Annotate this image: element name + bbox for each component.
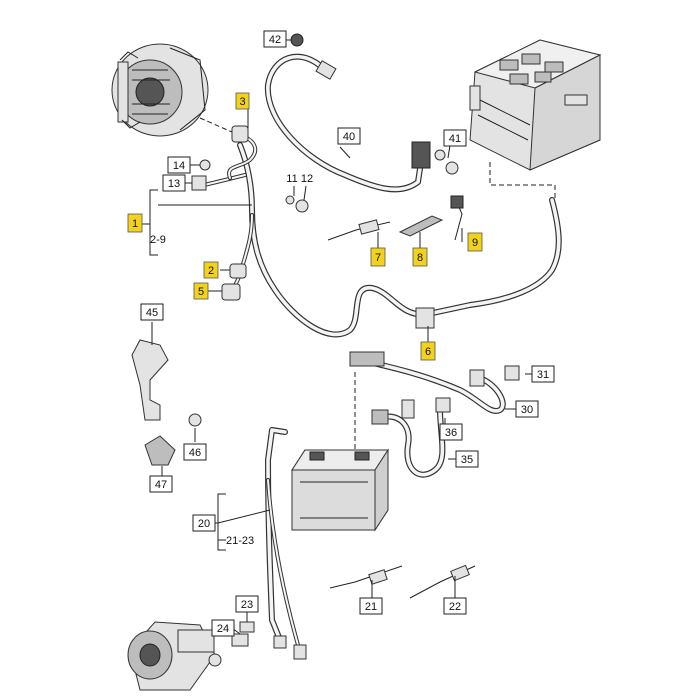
svg-text:8: 8 <box>417 252 423 264</box>
battery <box>291 448 389 532</box>
cable-40 <box>264 53 425 193</box>
callout-42: 42 <box>263 30 287 48</box>
callout-36: 36 <box>439 423 463 441</box>
callout-11: 11 <box>286 173 297 185</box>
svg-text:20: 20 <box>198 518 210 530</box>
starter-motor <box>127 621 222 691</box>
svg-text:22: 22 <box>449 601 461 613</box>
connector-3 <box>231 125 249 143</box>
callout-12: 12 <box>301 173 313 185</box>
callout-7: 7 <box>370 247 386 267</box>
callout-22: 22 <box>443 597 467 615</box>
callout-31: 31 <box>531 365 555 383</box>
svg-text:47: 47 <box>155 479 167 491</box>
callout-1: 1 <box>127 213 143 233</box>
callout-41: 41 <box>443 129 467 147</box>
svg-text:45: 45 <box>146 307 158 319</box>
callout-14: 14 <box>167 156 191 174</box>
svg-text:13: 13 <box>168 178 180 190</box>
callout-2: 2 <box>203 261 219 279</box>
svg-text:36: 36 <box>445 427 457 439</box>
svg-text:24: 24 <box>217 623 229 635</box>
svg-text:5: 5 <box>198 286 204 298</box>
callout-3: 3 <box>235 92 250 110</box>
svg-text:46: 46 <box>189 447 201 459</box>
svg-text:42: 42 <box>269 34 281 46</box>
svg-text:40: 40 <box>343 131 355 143</box>
callout-24: 24 <box>211 619 235 637</box>
svg-text:35: 35 <box>461 454 473 466</box>
clip-6 <box>415 307 435 329</box>
callout-23: 23 <box>235 595 259 613</box>
callout-5: 5 <box>193 282 209 300</box>
callout-1-range: 2-9 <box>150 234 166 246</box>
callout-47: 47 <box>149 475 173 493</box>
fuse-box <box>469 39 602 171</box>
svg-text:1: 1 <box>132 218 138 230</box>
svg-text:6: 6 <box>425 346 431 358</box>
bracket-45 <box>131 339 169 421</box>
nut-42 <box>290 33 304 47</box>
callout-45: 45 <box>140 303 164 321</box>
svg-text:11: 11 <box>286 173 297 185</box>
svg-text:30: 30 <box>521 404 533 416</box>
callout-30: 30 <box>515 400 539 418</box>
callout-13: 13 <box>162 174 186 192</box>
svg-text:12: 12 <box>301 173 313 185</box>
callout-46: 46 <box>183 443 207 461</box>
callout-21: 21 <box>359 597 383 615</box>
callout-20-range: 21-23 <box>226 535 254 547</box>
svg-text:21-23: 21-23 <box>226 535 254 547</box>
callout-20: 20 <box>192 514 216 532</box>
svg-text:2-9: 2-9 <box>150 234 166 246</box>
svg-text:2: 2 <box>208 265 214 277</box>
alternator <box>111 43 209 137</box>
svg-text:31: 31 <box>537 369 549 381</box>
callout-8: 8 <box>412 247 428 267</box>
svg-text:3: 3 <box>239 96 245 108</box>
svg-text:9: 9 <box>472 237 478 249</box>
svg-text:23: 23 <box>241 599 253 611</box>
svg-text:21: 21 <box>365 601 377 613</box>
svg-text:41: 41 <box>449 133 461 145</box>
callout-35: 35 <box>455 450 479 468</box>
callout-40: 40 <box>337 127 361 145</box>
cover-47 <box>144 435 176 466</box>
callout-6: 6 <box>420 341 436 361</box>
callout-9: 9 <box>467 232 483 252</box>
svg-text:7: 7 <box>375 252 381 264</box>
svg-text:14: 14 <box>173 160 185 172</box>
